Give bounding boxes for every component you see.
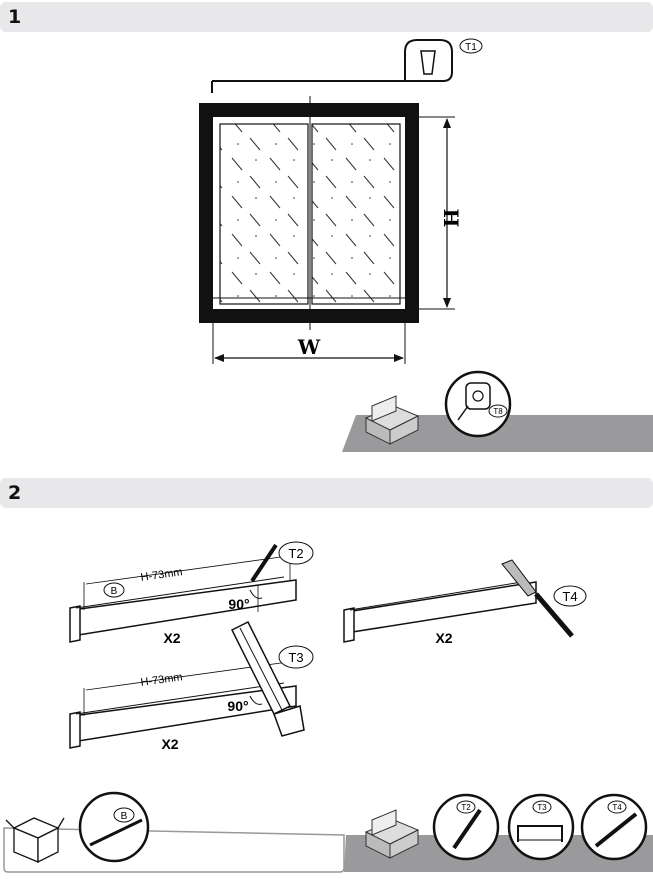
angle-label: 90° xyxy=(227,698,248,714)
tool-badge-t4: T4 xyxy=(562,589,577,604)
quantity-label: X2 xyxy=(161,736,178,752)
quantity-label: X2 xyxy=(435,630,452,646)
tool-badge-t8: T8 xyxy=(493,407,503,416)
profile-2 xyxy=(69,620,314,749)
profile-1 xyxy=(69,541,314,643)
part-badge-b: B xyxy=(121,811,128,822)
step-number: 1 xyxy=(8,6,22,28)
tool-badge-t4: T4 xyxy=(612,803,622,812)
quantity-label: X2 xyxy=(163,630,180,646)
utility-knife-icon xyxy=(580,793,648,861)
tool-badge-t3: T3 xyxy=(537,803,547,812)
height-label: H xyxy=(439,209,463,228)
height-dimension xyxy=(419,116,455,310)
tool-badge-t1: T1 xyxy=(465,42,477,53)
part-badge-b: B xyxy=(111,586,118,597)
pencil-icon xyxy=(432,793,500,861)
window-frame-diagram xyxy=(199,80,419,330)
width-label: W xyxy=(297,335,321,359)
tool-badge-t2: T2 xyxy=(288,546,303,561)
tape-measure-icon xyxy=(444,370,512,438)
tool-tray xyxy=(344,809,653,872)
cut-length-label: H-73mm xyxy=(140,566,183,584)
angle-label: 90° xyxy=(228,596,249,612)
cut-length-label: H-73mm xyxy=(140,671,183,689)
step-1-header: 1 xyxy=(0,2,653,32)
step-2-header: 2 xyxy=(0,478,653,508)
tool-badge-t2: T2 xyxy=(461,803,471,812)
hacksaw-icon xyxy=(507,793,575,861)
level-tool-icon xyxy=(404,38,483,82)
parts-bar xyxy=(3,791,345,873)
width-dimension xyxy=(212,323,406,364)
step-number: 2 xyxy=(8,482,22,504)
profile-3 xyxy=(343,559,587,643)
tool-badge-t3: T3 xyxy=(288,650,303,665)
tool-tray xyxy=(342,395,653,452)
